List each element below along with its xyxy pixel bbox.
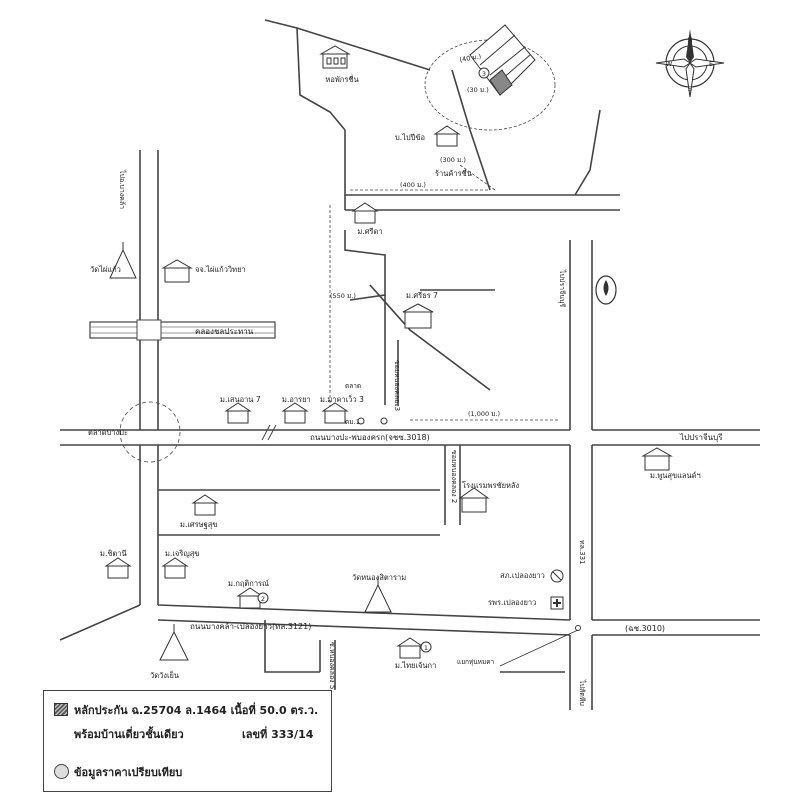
- house-number-1: 1: [424, 644, 428, 652]
- label-health: สภ.เปลองยาว: [500, 571, 545, 580]
- house-number-2: 2: [261, 595, 265, 603]
- road-network: [59, 19, 760, 710]
- compass-n: N: [688, 36, 693, 44]
- label-soi-5: ซ.หนองคลอง 5: [328, 642, 336, 689]
- nb-marker-icon: [357, 417, 365, 425]
- label-temple-2: วัดหนองสิตาราม: [352, 573, 406, 582]
- label-dist-40: (40 ม.): [459, 52, 482, 64]
- label-resort: โรงแรมพรชัยหลัง: [462, 481, 520, 490]
- compass-rose-icon: [655, 29, 725, 98]
- legend-line-1: หลักประกัน ฉ.25704 ล.1464 เนื้อที่ 50.0 …: [74, 704, 319, 717]
- police-marker-icon: [380, 417, 388, 425]
- label-dist-1000: (1,000 ม.): [468, 410, 500, 418]
- canal: [89, 319, 276, 341]
- label-to-prachinburi-east: ไปปราจีนบุรี: [679, 433, 723, 442]
- label-hospital: รพร.เปลองยาว: [488, 598, 536, 607]
- label-market: ตลาดบางปะ: [88, 428, 128, 437]
- label-dist-300: (300 ม.): [440, 156, 466, 164]
- comparison-swatch-icon: [54, 764, 69, 779]
- house-marker-1: [420, 641, 432, 653]
- plot-grid: [469, 24, 536, 96]
- collateral-swatch-icon: [54, 703, 68, 716]
- temple-icon: [109, 242, 392, 661]
- junction-icon: [575, 625, 581, 631]
- label-dist-550: (550 ม.): [330, 292, 356, 300]
- legend-line-2: พร้อมบ้านเดี่ยวชั้นเดียว: [74, 728, 184, 741]
- ptt-logo-icon: [595, 275, 617, 305]
- label-dorm: หอพักรชื่น: [325, 74, 358, 84]
- label-village-3: ม.มาคาเว็ว 3: [320, 394, 364, 404]
- label-temple-1: วัดไผ่แก้ว: [90, 265, 121, 274]
- health-station-icon: [550, 569, 564, 583]
- label-village-bottom: ม.ไทยเจ้นกา: [395, 661, 436, 670]
- label-market-junction: แยกหุ่นหมคา: [457, 658, 495, 666]
- hospital-icon: [550, 596, 564, 610]
- label-village-north: บ.ไปปีข้อ: [395, 133, 425, 142]
- label-nb1: ตม.1: [345, 418, 360, 426]
- label-hwy-331: ทล.331: [578, 540, 586, 565]
- house-number-3: 3: [482, 70, 486, 78]
- label-road-main-2: ถนนบางคล้า-เปลองยาว(ทล.3121): [190, 622, 311, 631]
- label-police: ตลาด: [345, 382, 361, 390]
- road-break-mark: [261, 424, 277, 441]
- legend-house-number: เลขที่ 333/14: [242, 728, 314, 741]
- label-road-main-1: ถนนบางปะ-พบองครก(จชซ.3018): [310, 433, 430, 442]
- label-village-arya: ม.อารยา: [282, 395, 311, 404]
- label-village-7: ม.ศรีธร 7: [406, 291, 438, 300]
- label-dist-400: (400 ม.): [400, 181, 426, 189]
- label-village-thani: ม.ชิตานี: [100, 549, 127, 558]
- resort-icon: [458, 487, 490, 513]
- label-soi-2: ซอยหนองคลอง 2: [450, 450, 458, 503]
- label-to-sattahip: ไปสัตหีบ: [578, 679, 587, 706]
- label-village-krit: ม.กฤติการณ์: [228, 579, 269, 588]
- label-shop: ร้านค้ารชื่น: [435, 168, 472, 178]
- compass-s: S: [688, 85, 692, 93]
- distance-lines: [329, 164, 560, 425]
- house-marker-2: [257, 592, 269, 604]
- label-village-charoen: ม.เจริญสุข: [165, 549, 199, 558]
- label-village-sirin: ม.ศรีดา: [357, 227, 382, 236]
- house-marker-3: [478, 67, 490, 79]
- label-temple-3: วัดวังเย็น: [150, 670, 179, 680]
- label-canal: คลองชลประทาน: [195, 327, 254, 336]
- legend-box: หลักประกัน ฉ.25704 ล.1464 เนื้อที่ 50.0 …: [43, 690, 332, 792]
- label-to-bangkla: ไปอ.บางคล้า: [118, 169, 127, 209]
- compass-w: W: [666, 60, 673, 68]
- junction-pointer: [499, 629, 579, 667]
- compass-e: E: [709, 60, 713, 68]
- label-cs-3010: (ฉช.3010): [625, 624, 665, 633]
- label-village-suk: ม.เศรษฐสุข: [180, 520, 217, 529]
- label-soi-3: ซอยหนองคลอง3: [393, 360, 401, 411]
- label-dist-30: (30 ม.): [467, 86, 489, 94]
- label-to-prachinburi: ไปปราจีนบุรี: [558, 269, 567, 307]
- label-village-chadet: ม.เสนอาน 7: [220, 395, 261, 404]
- label-village-siri: ม.พูนสุขแลนด์ฯ: [650, 471, 701, 480]
- label-school: จจ.ไผ่แก้ววิทยา: [195, 265, 246, 274]
- market-circle: [119, 401, 181, 463]
- house-icon: [104, 45, 673, 659]
- legend-line-3: ข้อมูลราคาเปรียบเทียบ: [74, 766, 183, 779]
